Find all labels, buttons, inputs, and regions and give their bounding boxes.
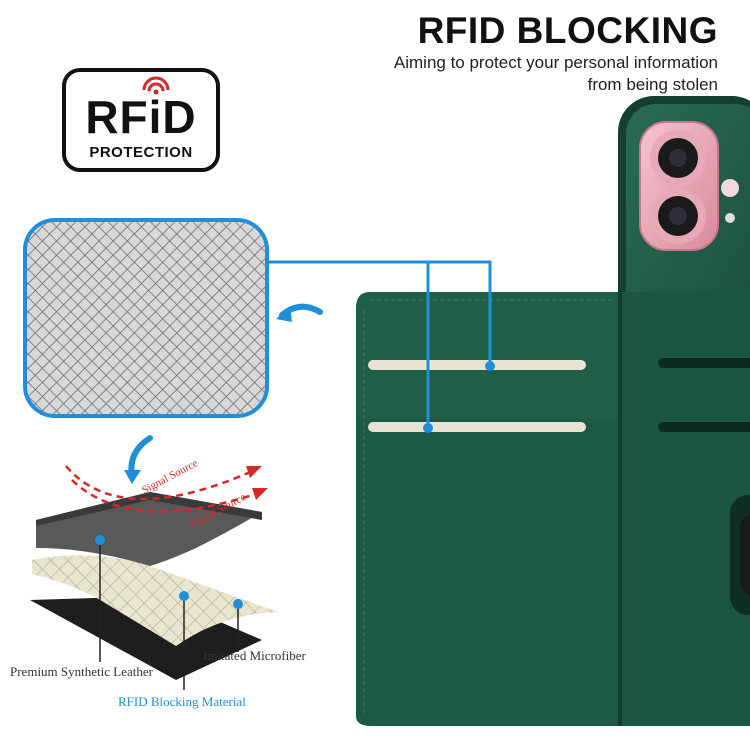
card-slot bbox=[658, 422, 750, 432]
rfid-mesh-panel bbox=[23, 218, 269, 418]
signal-arrows bbox=[65, 465, 263, 513]
card-slot bbox=[658, 358, 750, 368]
subtitle-line-2: from being stolen bbox=[587, 75, 718, 94]
wireless-signal-icon bbox=[142, 76, 170, 95]
layered-material bbox=[30, 492, 278, 680]
label-leather: Premium Synthetic Leather bbox=[10, 664, 153, 679]
page-title: RFID BLOCKING bbox=[417, 10, 718, 51]
wallet-folio bbox=[356, 292, 750, 726]
card-slot bbox=[368, 422, 586, 432]
connector-lines bbox=[267, 260, 492, 428]
badge-rfid-word: RFiD bbox=[85, 91, 197, 143]
phone-case bbox=[618, 96, 750, 336]
rfid-protection-badge: RFiD PROTECTION bbox=[62, 68, 220, 172]
label-rfid-material: RFID Blocking Material bbox=[118, 694, 246, 709]
label-microfiber: Imitated Microfiber bbox=[203, 648, 306, 663]
card-slot bbox=[368, 360, 586, 370]
subtitle-line-1: Aiming to protect your personal informat… bbox=[393, 53, 718, 72]
badge-caption: PROTECTION bbox=[89, 144, 193, 161]
page-subtitle: Aiming to protect your personal informat… bbox=[300, 52, 718, 96]
